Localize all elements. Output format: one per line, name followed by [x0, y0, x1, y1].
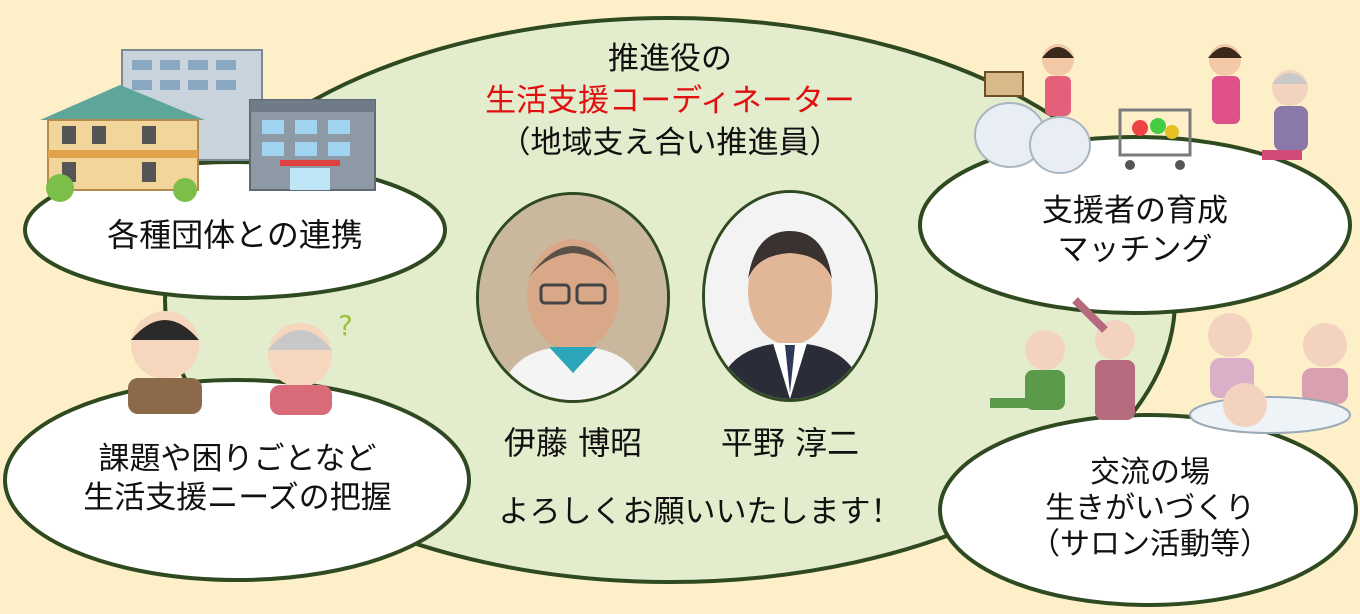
- ikusei-line2: マッチング: [1057, 231, 1213, 268]
- koryu-bubble: [938, 413, 1358, 607]
- photo-ito: [476, 192, 670, 403]
- title-line1: 推進役の: [608, 41, 732, 77]
- worried-elders-illustration: ?: [128, 309, 353, 415]
- renkei-label: 各種団体との連携: [107, 216, 363, 254]
- ikusei-bubble: [918, 135, 1352, 315]
- koryu-label: 交流の場 生きがいづくり （サロン活動等）: [955, 455, 1345, 563]
- person-name-hirano: 平野 淳二: [720, 424, 860, 462]
- koryu-line2: 生きがいづくり: [1045, 491, 1255, 526]
- ikusei-label: 支援者の育成 マッチング: [940, 192, 1330, 270]
- kadai-line1: 課題や困りごとなど: [98, 441, 377, 477]
- center-title-block: 推進役の 生活支援コーディネーター （地域支え合い推進員）: [420, 38, 920, 164]
- kadai-bubble: [3, 378, 471, 582]
- salon-activity-illustration: [990, 297, 1351, 434]
- support-activities-illustration: [974, 44, 1308, 174]
- title-line3: （地域支え合い推進員）: [499, 125, 841, 161]
- title-line2-coordinator: 生活支援コーディネーター: [485, 83, 855, 119]
- kadai-label: 課題や困りごとなど 生活支援ニーズの把握: [25, 440, 450, 518]
- kadai-line2: 生活支援ニーズの把握: [83, 479, 392, 516]
- greeting-text: よろしくお願いいたします！: [498, 494, 902, 530]
- photo-hirano: [702, 190, 878, 402]
- ikusei-line1: 支援者の育成: [1042, 193, 1228, 229]
- person-name-ito: 伊藤 博昭: [503, 424, 643, 462]
- koryu-line3: （サロン活動等）: [1030, 527, 1270, 562]
- svg-text:?: ?: [338, 309, 353, 342]
- buildings-illustration: [40, 49, 376, 202]
- koryu-line1: 交流の場: [1090, 455, 1210, 490]
- renkei-bubble: [23, 160, 447, 300]
